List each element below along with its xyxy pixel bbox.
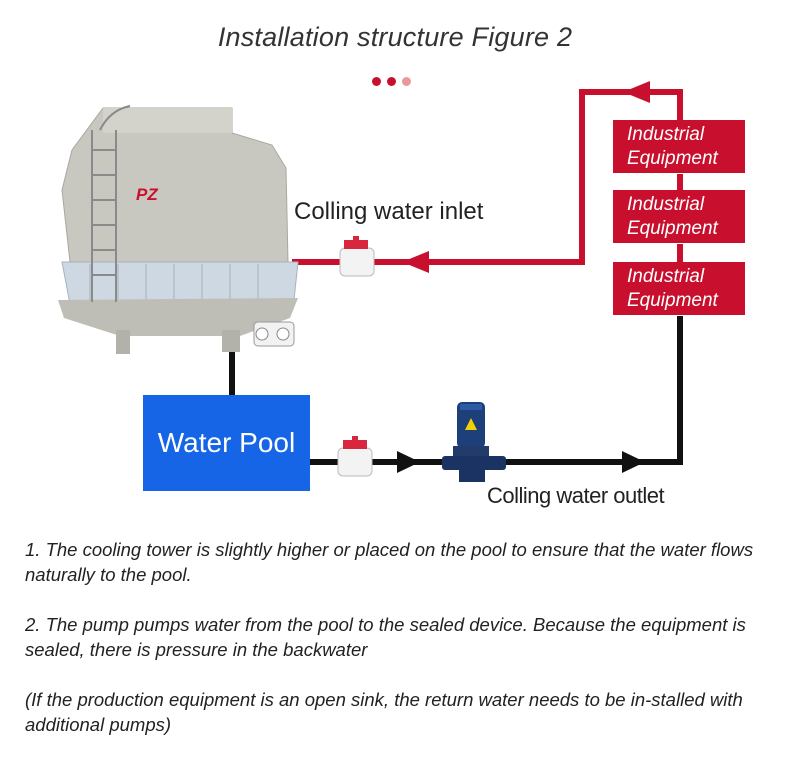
equipment-line-1: Industrial	[627, 123, 705, 145]
dot-2	[387, 77, 396, 86]
equipment-line-1: Industrial	[627, 193, 705, 215]
inlet-pipe	[292, 89, 683, 265]
decorative-dots	[372, 73, 417, 91]
brand-logo: PZ	[136, 185, 158, 204]
note-3: (If the production equipment is an open …	[25, 689, 743, 735]
arrow-icon	[402, 251, 429, 273]
inlet-label: Colling water inlet	[294, 198, 484, 225]
dot-3	[402, 77, 411, 86]
arrow-icon	[622, 451, 645, 473]
dot-1	[372, 77, 381, 86]
installation-notes: 1. The cooling tower is slightly higher …	[25, 537, 765, 762]
outlet-label: Colling water outlet	[487, 483, 665, 508]
ball-valve-icon	[339, 236, 375, 277]
industrial-equipment-2: Industrial Equipment	[613, 190, 745, 243]
pump-icon	[442, 402, 506, 482]
arrow-icon	[623, 81, 650, 103]
industrial-equipment-1: Industrial Equipment	[613, 120, 745, 173]
outlet-pipe	[229, 316, 683, 465]
cooling-tower-icon: PZ	[58, 105, 299, 354]
figure-title: Installation structure Figure 2	[217, 22, 573, 52]
arrow-icon	[397, 451, 420, 473]
equipment-line-1: Industrial	[627, 265, 705, 287]
water-pool: Water Pool	[143, 395, 310, 491]
industrial-equipment-3: Industrial Equipment	[613, 262, 745, 315]
equipment-line-2: Equipment	[627, 289, 718, 311]
equipment-line-2: Equipment	[627, 147, 718, 169]
note-1: 1. The cooling tower is slightly higher …	[25, 539, 754, 585]
ball-valve-icon	[337, 436, 373, 477]
note-2: 2. The pump pumps water from the pool to…	[25, 614, 746, 660]
equipment-line-2: Equipment	[627, 217, 718, 239]
